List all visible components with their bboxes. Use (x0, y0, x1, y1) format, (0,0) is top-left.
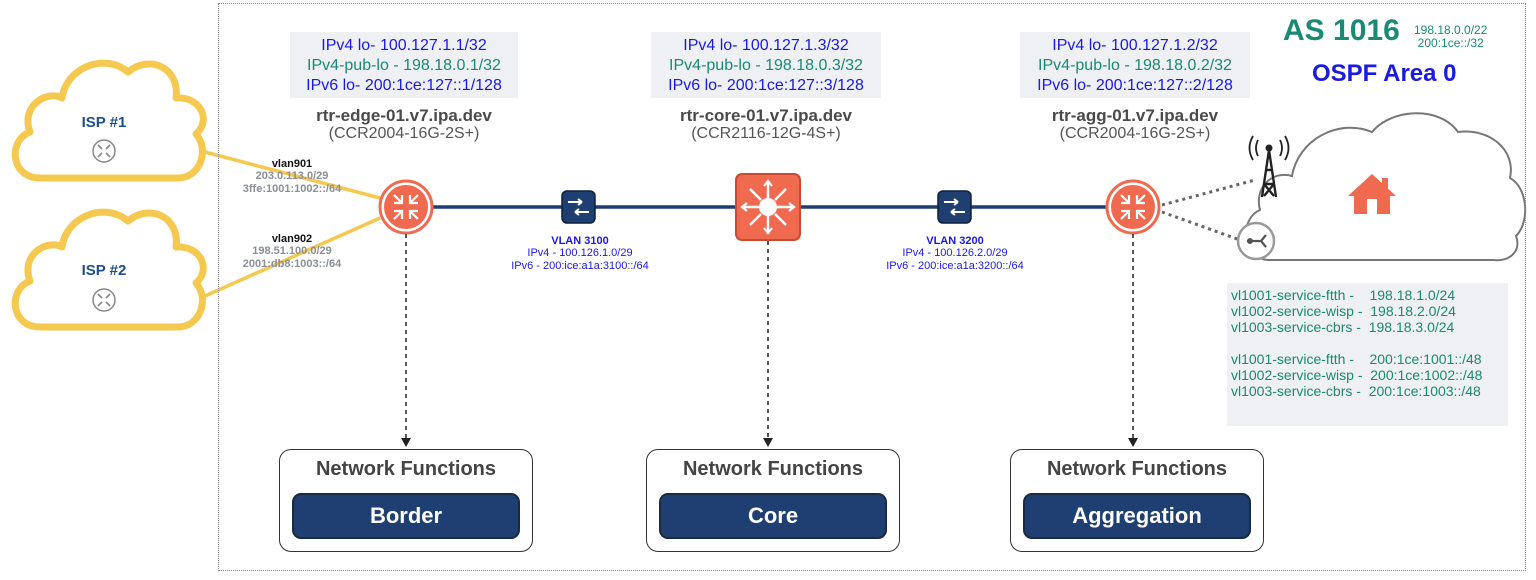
vlan3200-switch-icon (937, 190, 972, 224)
isp2-v4: 198.51.100.0/29 (252, 245, 332, 257)
isp1-label: ISP #1 (81, 114, 127, 131)
core-loopbacks: IPv4 lo- 100.127.1.3/32 IPv4-pub-lo - 19… (651, 32, 881, 98)
radio-tower-icon (1248, 135, 1290, 198)
nf-core-box: Network Functions Core (646, 449, 900, 552)
agg-lo6: IPv6 lo- 200:1ce:127::2/128 (1037, 77, 1233, 94)
service-v4-cbrs: vl1003-service-cbrs - 198.18.3.0/24 (1231, 319, 1455, 335)
nf-border-box: Network Functions Border (279, 449, 533, 552)
isp2-vlan: vlan902 (271, 233, 313, 245)
ospf-area: OSPF Area 0 (1312, 60, 1457, 87)
service-v4-ftth: vl1001-service-ftth - 198.18.1.0/24 (1231, 287, 1456, 303)
as-prefixes: 198.18.0.0/22 200:1ce::/32 (1414, 24, 1487, 50)
as-prefix-v6: 200:1ce::/32 (1417, 36, 1484, 50)
border-button[interactable]: Border (292, 493, 520, 539)
service-v6-cbrs: vl1003-service-cbrs - 200:1ce:1003::/48 (1231, 383, 1481, 399)
agg-loopbacks: IPv4 lo- 100.127.1.2/32 IPv4-pub-lo - 19… (1020, 32, 1250, 98)
core-lo4: IPv4 lo- 100.127.1.3/32 (683, 37, 849, 54)
isp1-vlan: vlan901 (271, 158, 313, 170)
as-prefix-v4: 198.18.0.0/22 (1414, 23, 1488, 37)
isp1-uplink (204, 150, 381, 200)
service-v4-wisp: vl1002-service-wisp - 198.18.2.0/24 (1231, 303, 1456, 319)
vlan3100-label: VLAN 3100 (551, 235, 609, 247)
agg-router-model: (CCR2004-16G-2S+) (1059, 125, 1211, 142)
core-lo6: IPv6 lo- 200:1ce:127::3/128 (668, 77, 864, 94)
service-v6-ftth: vl1001-service-ftth - 200:1ce:1001::/48 (1231, 351, 1482, 367)
edge-lo4: IPv4 lo- 100.127.1.1/32 (321, 37, 487, 54)
edge-router-model: (CCR2004-16G-2S+) (328, 125, 480, 142)
nf-aggregation-box: Network Functions Aggregation (1010, 449, 1264, 552)
edge-pub: IPv4-pub-lo - 198.18.0.1/32 (307, 57, 501, 74)
isp2-v6: 2001:db8:1003::/64 (242, 258, 342, 270)
nf-border-title: Network Functions (315, 458, 496, 480)
agg-lo4: IPv4 lo- 100.127.1.2/32 (1052, 37, 1218, 54)
vlan3100-info: VLAN 3100 IPv4 - 100.126.1.0/29 IPv6 - 2… (490, 235, 670, 273)
edge-router-icon (378, 179, 434, 235)
nf-core-title: Network Functions (682, 458, 863, 480)
isp1-router-icon (92, 139, 116, 163)
core-router-model: (CCR2116-12G-4S+) (691, 125, 841, 142)
vlan3100-v4: IPv4 - 100.126.1.0/29 (527, 247, 633, 259)
agg-pub: IPv4-pub-lo - 198.18.0.2/32 (1038, 57, 1232, 74)
agg-router-icon (1105, 179, 1161, 235)
aggregation-button[interactable]: Aggregation (1023, 493, 1251, 539)
edge-lo6: IPv6 lo- 200:1ce:127::1/128 (306, 77, 502, 94)
vlan3200-v4: IPv4 - 100.126.2.0/29 (902, 247, 1008, 259)
isp2-router-icon (92, 288, 116, 312)
vlan3100-v6: IPv6 - 200:ice:a1a:3100::/64 (511, 260, 649, 272)
vlan3200-label: VLAN 3200 (926, 235, 984, 247)
isp1-v4: 203.0.113.0/29 (255, 170, 329, 182)
core-router-name: rtr-core-01.v7.ipa.dev (680, 106, 852, 125)
vlan3200-info: VLAN 3200 IPv4 - 100.126.2.0/29 IPv6 - 2… (865, 235, 1045, 273)
isp1-v6: 3ffe:1001:1002::/64 (242, 183, 342, 195)
as-number: AS 1016 (1283, 14, 1400, 47)
core-button[interactable]: Core (659, 493, 887, 539)
agg-router-name: rtr-agg-01.v7.ipa.dev (1051, 106, 1219, 125)
edge-loopbacks: IPv4 lo- 100.127.1.1/32 IPv4-pub-lo - 19… (290, 32, 518, 98)
service-v6-wisp: vl1002-service-wisp - 200:1ce:1002::/48 (1231, 367, 1483, 383)
access-node-icon (1236, 221, 1276, 261)
as-boundary (218, 3, 1526, 571)
isp2-link-info: vlan902 198.51.100.0/29 2001:db8:1003::/… (222, 233, 362, 271)
core-router-icon (735, 173, 801, 241)
nf-aggregation-title: Network Functions (1046, 458, 1227, 480)
edge-router-name: rtr-edge-01.v7.ipa.dev (316, 106, 492, 125)
isp2-label: ISP #2 (81, 262, 127, 279)
isp2-uplink (204, 216, 381, 298)
vlan3100-switch-icon (561, 190, 596, 224)
isp1-cloud (11, 59, 207, 182)
home-icon (1348, 174, 1396, 214)
isp2-cloud (11, 208, 207, 331)
vlan3200-v6: IPv6 - 200:ice:a1a:3200::/64 (886, 260, 1024, 272)
core-pub: IPv4-pub-lo - 198.18.0.3/32 (669, 57, 863, 74)
isp1-link-info: vlan901 203.0.113.0/29 3ffe:1001:1002::/… (222, 158, 362, 196)
